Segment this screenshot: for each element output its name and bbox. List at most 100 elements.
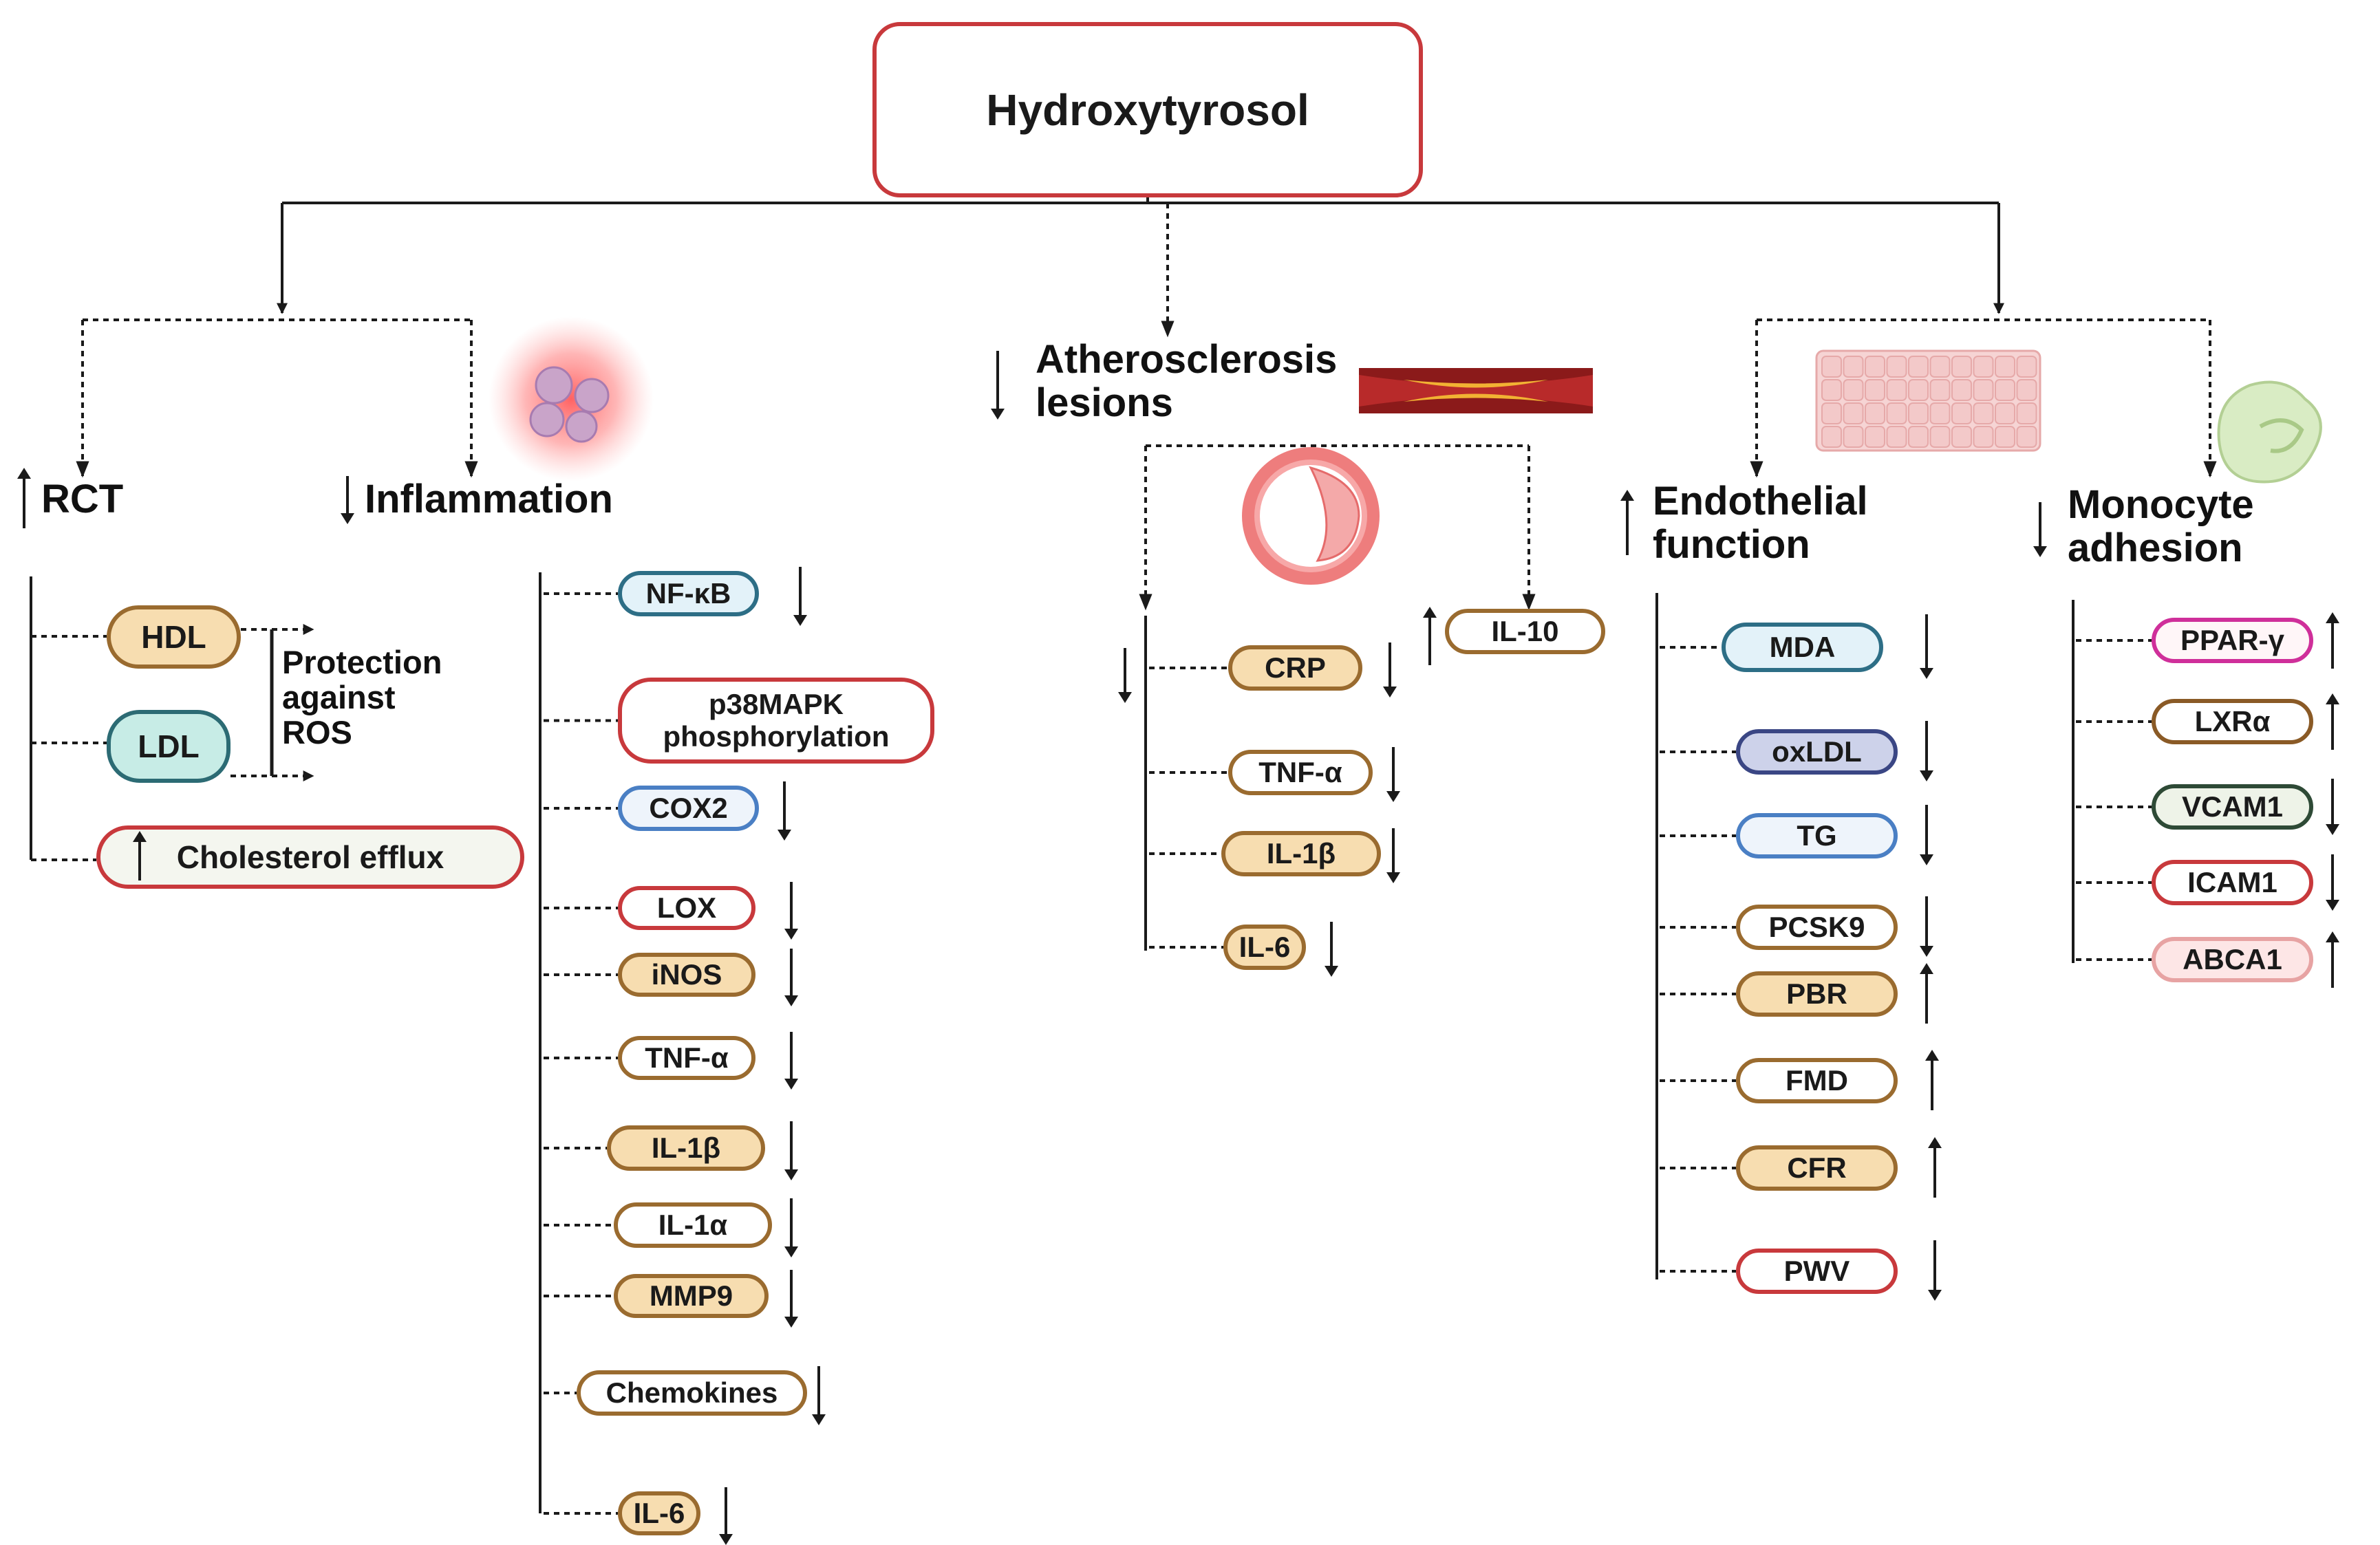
inflammation-mmp9-arrow-icon (781, 1270, 802, 1328)
endothelial-cell (1908, 356, 1929, 378)
atherosclerosis-tnf-arrow-icon (1383, 747, 1404, 802)
endothelial-cell (1821, 379, 1842, 401)
endothelial-cell (1843, 356, 1864, 378)
atherosclerosis-heading: Atherosclerosis lesions (1036, 337, 1338, 425)
endothelial-cell (1929, 356, 1951, 378)
inflammation-inos-node: iNOS (618, 953, 755, 997)
endothelial-cell (1886, 426, 1907, 448)
endothelial-cell (1843, 379, 1864, 401)
endothelial-cell (1886, 402, 1907, 424)
endothelial-cell (1865, 426, 1885, 448)
endothelial-pwv-arrow-icon (1925, 1240, 1945, 1301)
atherosclerosis-il-1-arrow-icon (1383, 828, 1404, 883)
hdl-node: HDL (107, 605, 241, 669)
endothelial-cfr-node: CFR (1736, 1145, 1898, 1191)
monocyte-icam1-arrow-icon (2322, 854, 2343, 911)
endothelial-cell (1951, 402, 1972, 424)
endothelial-mda-arrow-icon (1916, 614, 1937, 679)
monocyte-down-arrow-icon (2030, 502, 2050, 557)
inflammation-tnf-arrow-icon (781, 1032, 802, 1090)
inflammation-nf-b-arrow-icon (790, 567, 811, 626)
atherosclerosis-il-6-arrow-icon (1321, 922, 1342, 977)
atherosclerosis-crp-node: CRP (1228, 645, 1362, 691)
endothelial-cells-icon (1815, 349, 2041, 452)
endothelial-cell (1865, 379, 1885, 401)
endothelial-up-arrow-icon (1617, 490, 1638, 555)
endothelial-cell (2016, 356, 2037, 378)
inflammation-il-1-node: IL-1β (607, 1125, 765, 1171)
vessel-cross-section-icon (1242, 447, 1380, 585)
monocyte-cell-icon (2217, 380, 2322, 484)
monocyte-ppar-arrow-icon (2322, 612, 2343, 669)
endothelial-pwv-node: PWV (1736, 1249, 1898, 1294)
hydroxytyrosol-title-box: Hydroxytyrosol (872, 22, 1423, 197)
monocyte-lxr-arrow-icon (2322, 693, 2343, 750)
atherosclerosis-il-6-node: IL-6 (1223, 925, 1306, 970)
inflammation-lox-arrow-icon (781, 882, 802, 940)
endothelial-cell (1865, 356, 1885, 378)
atherosclerosis-il-10-arrow-icon (1419, 607, 1440, 665)
inflammation-tnf-node: TNF-α (618, 1036, 755, 1080)
endothelial-cell (1929, 402, 1951, 424)
inflammation-nf-b-node: NF-κB (618, 571, 759, 616)
endothelial-cell (1995, 379, 2015, 401)
endothelial-heading: Endothelial function (1653, 479, 1868, 567)
inflammation-down-arrow-icon (337, 476, 358, 524)
endothelial-cell (1843, 426, 1864, 448)
endothelial-pcsk9-node: PCSK9 (1736, 905, 1898, 950)
inflammation-il-6-node: IL-6 (618, 1491, 700, 1535)
inflamed-cells-icon (489, 316, 654, 482)
cholesterol-efflux-node: Cholesterol efflux (96, 825, 524, 889)
endothelial-pbr-arrow-icon (1916, 963, 1937, 1024)
endothelial-cell (1929, 426, 1951, 448)
inflammation-il-6-arrow-icon (716, 1487, 736, 1545)
endothelial-cell (1865, 402, 1885, 424)
endothelial-cell (1951, 356, 1972, 378)
endothelial-cfr-arrow-icon (1925, 1137, 1945, 1198)
endothelial-cell (1973, 426, 1994, 448)
endothelial-fmd-arrow-icon (1922, 1050, 1942, 1110)
endothelial-cell (1995, 402, 2015, 424)
monocyte-abca1-node: ABCA1 (2152, 937, 2313, 982)
endothelial-cell (1995, 356, 2015, 378)
inflammation-chemokines-node: Chemokines (577, 1370, 807, 1416)
monocyte-heading: Monocyte adhesion (2068, 482, 2254, 570)
narrowed-artery-icon (1359, 368, 1593, 413)
endothelial-cell (1973, 379, 1994, 401)
atherosclerosis-il-10-node: IL-10 (1445, 609, 1605, 654)
atherosclerosis-group-down-arrow-icon (1115, 648, 1135, 703)
monocyte-vcam1-arrow-icon (2322, 779, 2343, 835)
endothelial-cell (1908, 426, 1929, 448)
inflammation-cox2-node: COX2 (618, 786, 759, 831)
inflammation-p38mapk-phosphorylation-node: p38MAPK phosphorylation (618, 678, 934, 764)
endothelial-oxldl-node: oxLDL (1736, 729, 1898, 775)
endothelial-cell (1908, 379, 1929, 401)
inflammation-inos-arrow-icon (781, 949, 802, 1006)
endothelial-cell (1973, 356, 1994, 378)
endothelial-cell (1951, 426, 1972, 448)
atherosclerosis-down-arrow-icon (987, 351, 1008, 420)
rct-heading: RCT (41, 477, 124, 521)
endothelial-cell (1821, 356, 1842, 378)
inflammation-il-1-arrow-icon (781, 1198, 802, 1257)
monocyte-ppar-node: PPAR-γ (2152, 618, 2313, 663)
endothelial-tg-node: TG (1736, 813, 1898, 858)
endothelial-oxldl-arrow-icon (1916, 721, 1937, 781)
endothelial-cell (2016, 402, 2037, 424)
atherosclerosis-tnf-node: TNF-α (1228, 750, 1373, 795)
endothelial-cell (1821, 402, 1842, 424)
endothelial-cell (1951, 379, 1972, 401)
inflammation-il-1-node: IL-1α (614, 1202, 772, 1248)
endothelial-cell (1843, 402, 1864, 424)
endothelial-tg-arrow-icon (1916, 805, 1937, 865)
monocyte-abca1-arrow-icon (2322, 931, 2343, 988)
endothelial-cell (1886, 379, 1907, 401)
endothelial-fmd-node: FMD (1736, 1058, 1898, 1103)
endothelial-cell (1821, 426, 1842, 448)
inflammation-mmp9-node: MMP9 (614, 1274, 769, 1318)
endothelial-pbr-node: PBR (1736, 971, 1898, 1017)
endothelial-cell (1908, 402, 1929, 424)
inflammation-heading: Inflammation (365, 477, 613, 521)
